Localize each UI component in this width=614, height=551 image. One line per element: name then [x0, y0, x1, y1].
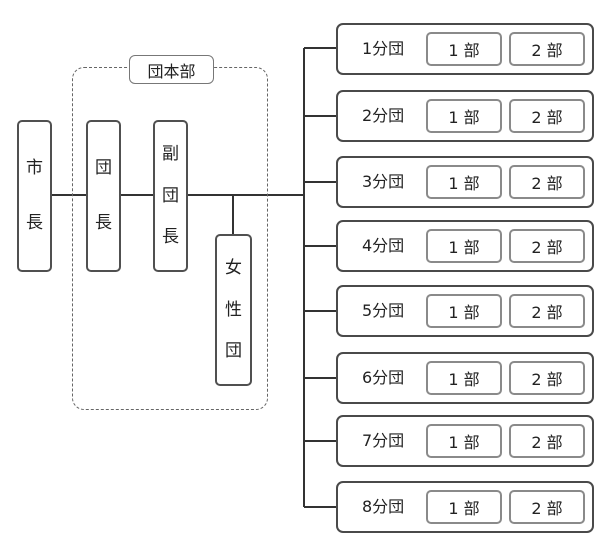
- women-corps-box: 女 性 団: [215, 234, 252, 386]
- branch-box: 5分団 1 部 2 部: [336, 285, 594, 337]
- branch-box: 2分団 1 部 2 部: [336, 90, 594, 142]
- branch-box: 8分団 1 部 2 部: [336, 481, 594, 533]
- branch-box: 3分団 1 部 2 部: [336, 156, 594, 208]
- unit-box: 1 部: [426, 32, 502, 66]
- branch-label: 3分団: [362, 172, 405, 191]
- unit-box: 1 部: [426, 99, 502, 133]
- vice-chief-char: 副: [162, 144, 179, 165]
- vice-chief-char: 団: [162, 185, 179, 206]
- branch-box: 7分団 1 部 2 部: [336, 415, 594, 467]
- vice-chief-char: 長: [162, 226, 179, 247]
- women-corps-char: 性: [225, 299, 242, 320]
- unit-box: 2 部: [509, 361, 585, 395]
- unit-box: 2 部: [509, 229, 585, 263]
- branch-box: 6分団 1 部 2 部: [336, 352, 594, 404]
- unit-box: 2 部: [509, 99, 585, 133]
- chief-char: 長: [95, 213, 112, 233]
- branch-label: 7分団: [362, 431, 405, 450]
- branch-label: 1分団: [362, 39, 405, 58]
- unit-box: 2 部: [509, 32, 585, 66]
- unit-box: 1 部: [426, 229, 502, 263]
- branch-label: 4分団: [362, 236, 405, 255]
- branch-box: 1分団 1 部 2 部: [336, 23, 594, 75]
- chief-box: 団 長: [86, 120, 121, 272]
- branch-label: 2分団: [362, 106, 405, 125]
- vice-chief-box: 副 団 長: [153, 120, 188, 272]
- branch-label: 6分団: [362, 368, 405, 387]
- mayor-box: 市 長: [17, 120, 52, 272]
- mayor-char: 長: [26, 213, 43, 233]
- mayor-char: 市: [26, 158, 43, 178]
- unit-box: 1 部: [426, 294, 502, 328]
- unit-box: 2 部: [509, 490, 585, 524]
- women-corps-char: 団: [225, 340, 242, 361]
- unit-box: 2 部: [509, 424, 585, 458]
- unit-box: 2 部: [509, 294, 585, 328]
- branch-label: 8分団: [362, 497, 405, 516]
- chief-char: 団: [95, 158, 112, 178]
- unit-box: 1 部: [426, 424, 502, 458]
- women-corps-char: 女: [225, 258, 242, 279]
- branch-box: 4分団 1 部 2 部: [336, 220, 594, 272]
- unit-box: 1 部: [426, 165, 502, 199]
- unit-box: 2 部: [509, 165, 585, 199]
- headquarters-label: 団本部: [129, 55, 214, 84]
- branch-label: 5分団: [362, 301, 405, 320]
- unit-box: 1 部: [426, 490, 502, 524]
- unit-box: 1 部: [426, 361, 502, 395]
